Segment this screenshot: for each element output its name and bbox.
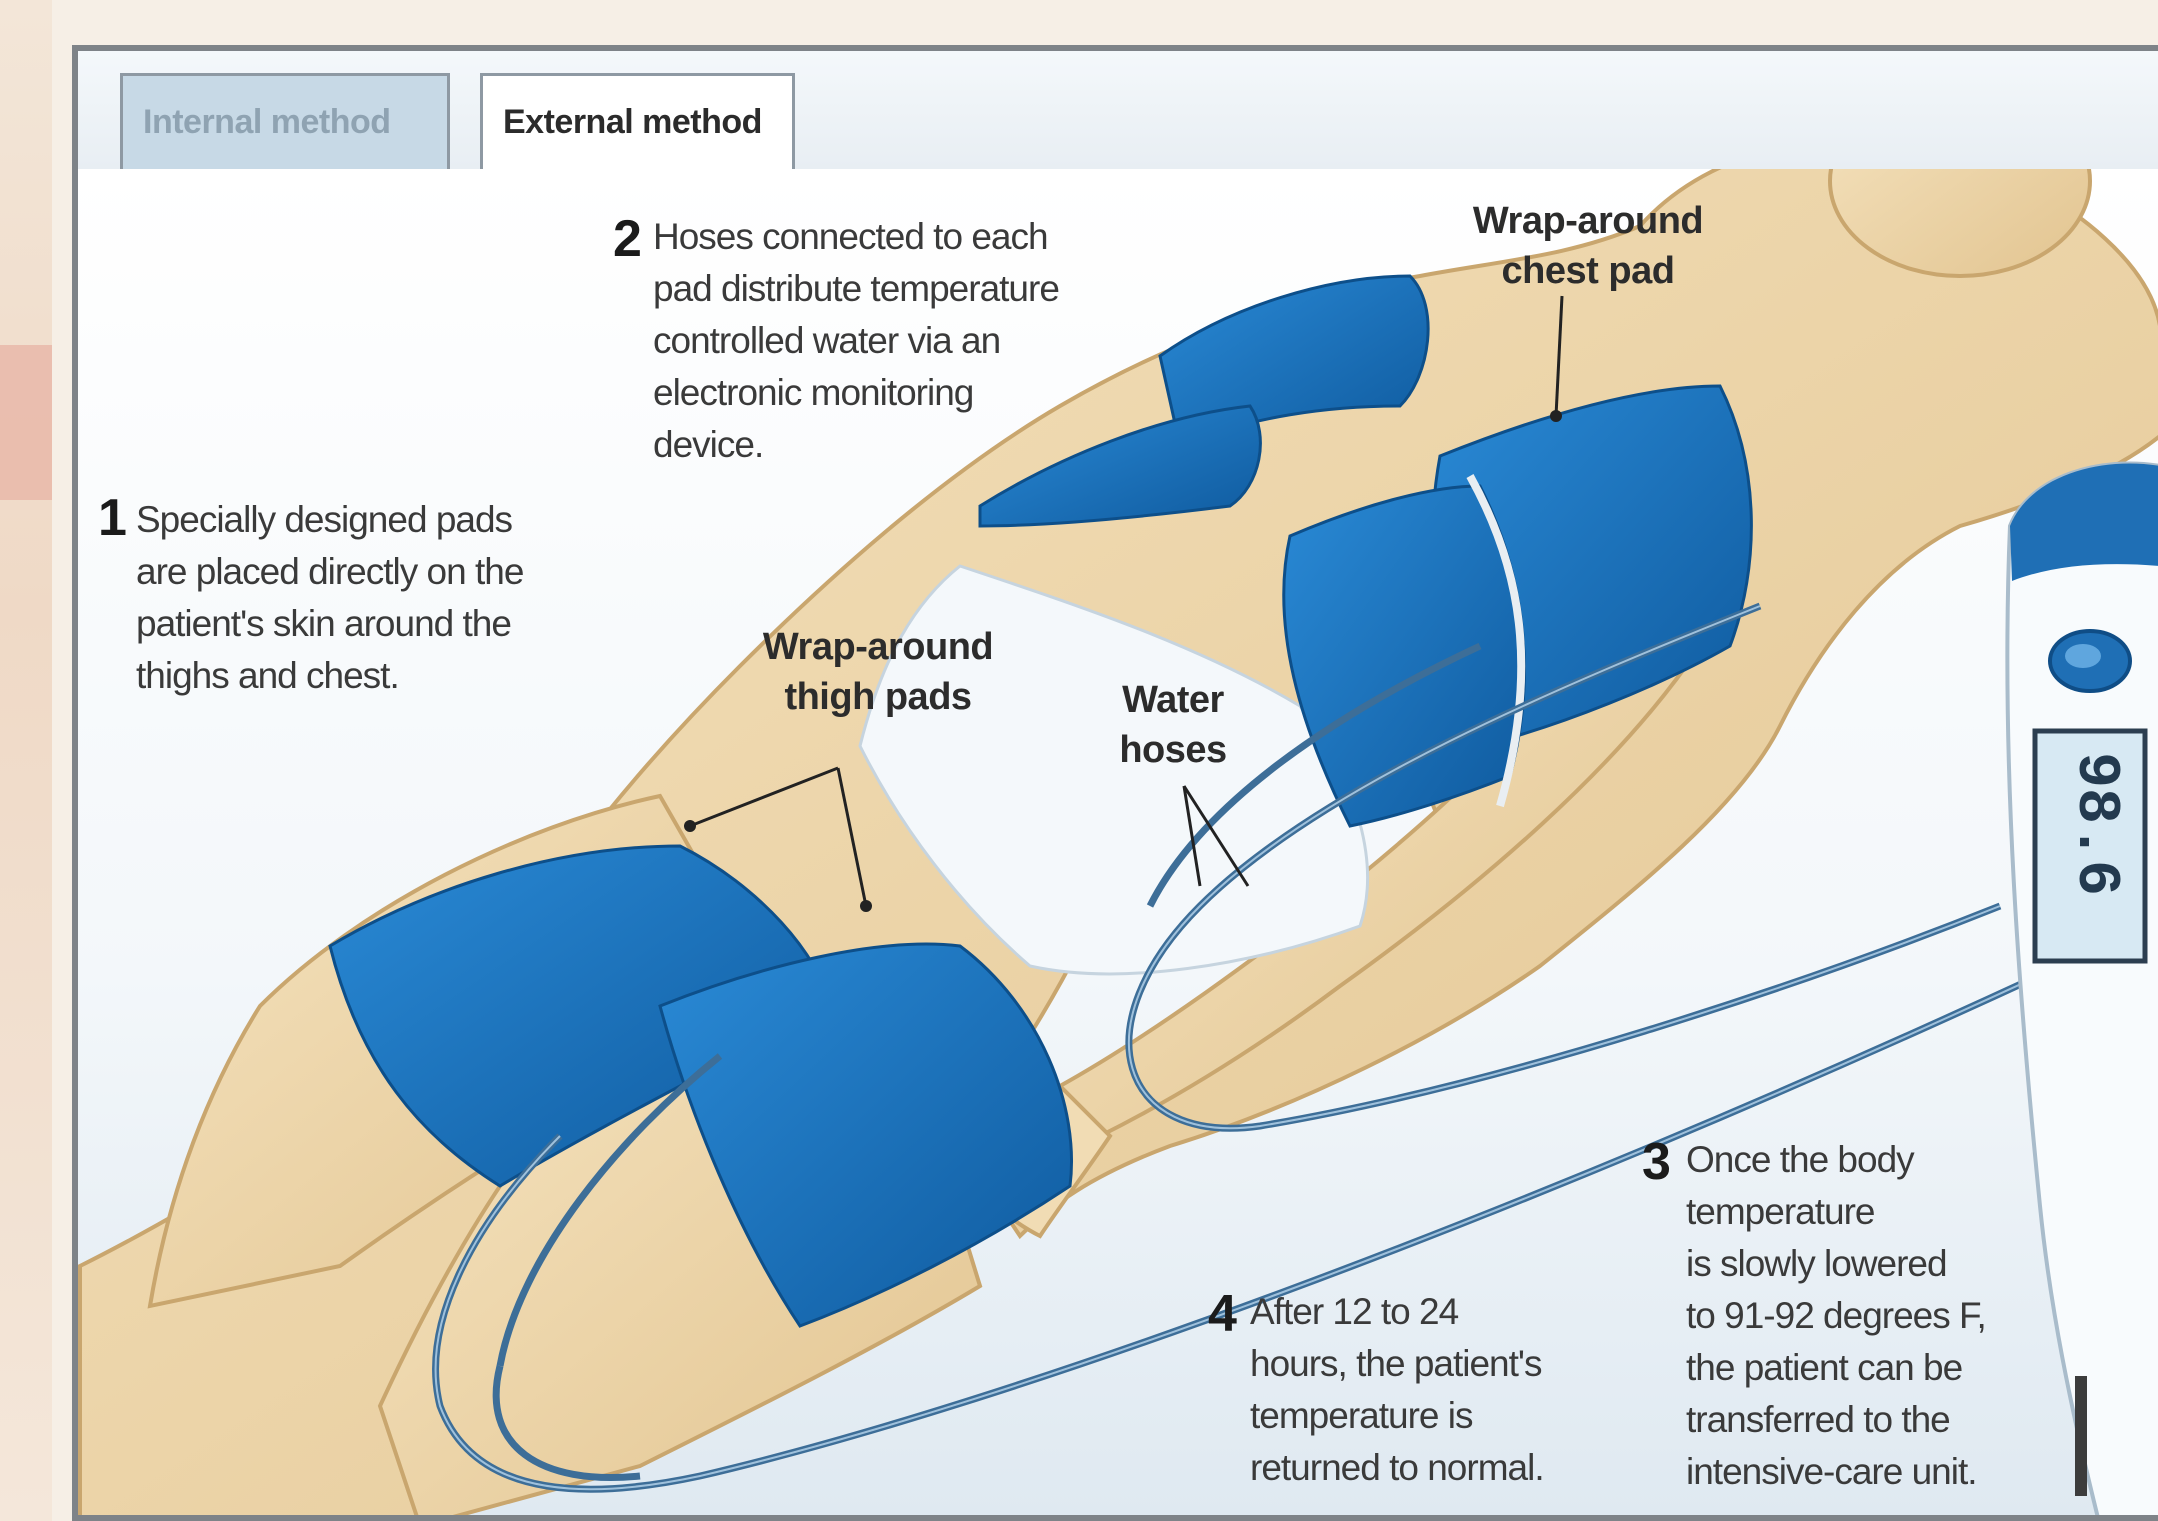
step-1: 1 Specially designed pads are placed dir…	[136, 494, 636, 702]
step-4-line2: hours, the patient's	[1250, 1338, 1630, 1390]
step-4-number: 4	[1208, 1288, 1236, 1340]
callout-thigh-pads: Wrap-around thigh pads	[733, 622, 1023, 722]
callout-water-hoses: Water hoses	[1098, 675, 1248, 775]
callout-thigh-pads-line1: Wrap-around	[733, 622, 1023, 672]
step-2: 2 Hoses connected to each pad distribute…	[653, 211, 1173, 471]
step-2-line4: electronic monitoring	[653, 367, 1173, 419]
step-2-number: 2	[613, 213, 641, 265]
step-3-line2: temperature	[1686, 1186, 2086, 1238]
step-1-number: 1	[98, 492, 126, 544]
step-1-line4: thighs and chest.	[136, 650, 636, 702]
step-3-number: 3	[1642, 1136, 1670, 1188]
step-4-line3: temperature is	[1250, 1390, 1630, 1442]
step-4-line4: returned to normal.	[1250, 1442, 1630, 1494]
illustration-stage: 98.6 Wrap-around chest pad Wrap-around t…	[78, 169, 2158, 1515]
step-4: 4 After 12 to 24 hours, the patient's te…	[1250, 1286, 1630, 1494]
step-2-line1: Hoses connected to each	[653, 211, 1173, 263]
step-3-line1: Once the body	[1686, 1134, 2086, 1186]
callout-thigh-pads-line2: thigh pads	[733, 672, 1023, 722]
left-decorative-strip	[0, 0, 52, 1521]
step-3-line6: transferred to the	[1686, 1394, 2086, 1446]
callout-chest-pad-line2: chest pad	[1448, 246, 1728, 296]
diagram-frame: Internal method External method	[72, 45, 2158, 1521]
step-2-line2: pad distribute temperature	[653, 263, 1173, 315]
step-3-line3: is slowly lowered	[1686, 1238, 2086, 1290]
step-2-line3: controlled water via an	[653, 315, 1173, 367]
step-1-line2: are placed directly on the	[136, 546, 636, 598]
tab-internal-method[interactable]: Internal method	[120, 73, 450, 169]
step-2-line5: device.	[653, 419, 1173, 471]
step-3-line4: to 91-92 degrees F,	[1686, 1290, 2086, 1342]
step-3: 3 Once the body temperature is slowly lo…	[1686, 1134, 2086, 1498]
tab-external-method[interactable]: External method	[480, 73, 795, 173]
step-4-line1: After 12 to 24	[1250, 1286, 1630, 1338]
callout-water-hoses-line2: hoses	[1098, 725, 1248, 775]
tab-bar: Internal method External method	[78, 51, 2158, 173]
callout-chest-pad: Wrap-around chest pad	[1448, 196, 1728, 296]
step-3-line5: the patient can be	[1686, 1342, 2086, 1394]
step-1-line3: patient's skin around the	[136, 598, 636, 650]
step-1-line1: Specially designed pads	[136, 494, 636, 546]
callout-water-hoses-line1: Water	[1098, 675, 1248, 725]
thermometer-reading: 98.6	[2045, 729, 2145, 919]
thermometer-reading-value: 98.6	[2061, 752, 2129, 896]
step-3-line7: intensive-care unit.	[1686, 1446, 2086, 1498]
callout-chest-pad-line1: Wrap-around	[1448, 196, 1728, 246]
left-accent-band	[0, 345, 52, 500]
